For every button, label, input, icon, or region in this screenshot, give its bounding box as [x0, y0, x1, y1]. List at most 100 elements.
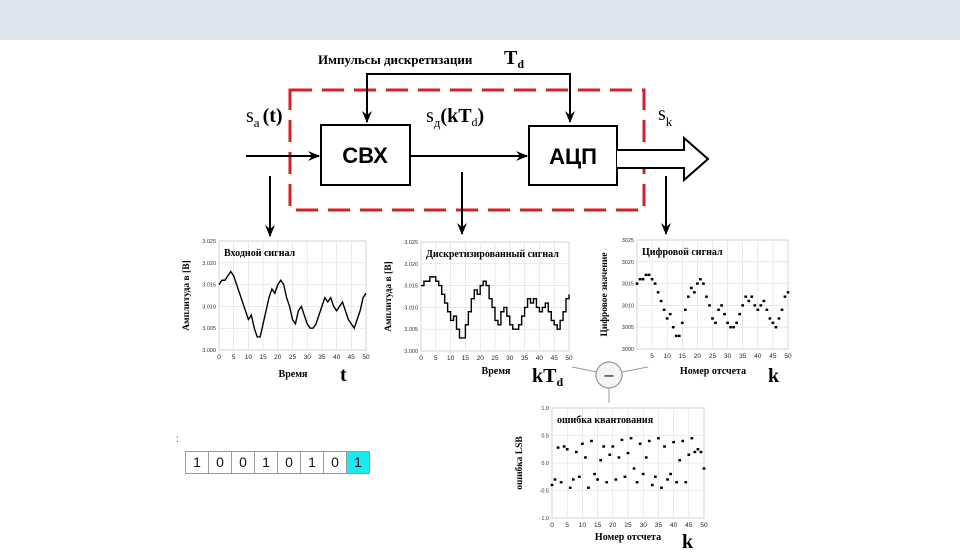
y-axis-label: Амплитуда в [В]	[182, 260, 192, 330]
x-tick-label: 35	[318, 354, 326, 361]
y-axis-label: Амплитуда в [В]	[384, 261, 394, 331]
chart-title: ошибка квантования	[557, 415, 654, 426]
x-tick-label: 20	[477, 355, 485, 362]
x-tick-label: 35	[739, 353, 747, 360]
binary-bit: 0	[323, 451, 347, 474]
y-tick-label: -1.0	[540, 516, 549, 522]
x-tick-label: 0	[217, 354, 221, 361]
axis-symbol: t	[340, 364, 347, 386]
x-tick-label: 20	[609, 522, 617, 529]
y-tick-label: 0.5	[541, 434, 549, 440]
y-tick-label: -0.5	[540, 489, 549, 495]
input-signal-label: sa(t)	[246, 105, 283, 130]
series-line	[218, 270, 367, 338]
y-tick-label: 3.015	[202, 283, 216, 289]
series-line	[421, 276, 570, 339]
x-tick-label: 5	[434, 355, 438, 362]
y-tick-label: 3.000	[404, 349, 418, 355]
x-tick-label: 5	[232, 354, 236, 361]
y-tick-label: 3.010	[404, 305, 418, 311]
chart-title: Входной сигнал	[224, 248, 296, 259]
x-tick-label: 25	[709, 353, 717, 360]
y-tick-label: 3.010	[202, 304, 216, 310]
x-tick-label: 10	[579, 522, 587, 529]
y-tick-label: 3.025	[202, 239, 216, 245]
x-tick-label: 30	[640, 522, 648, 529]
binary-prefix: :	[176, 434, 179, 445]
binary-bit: 1	[300, 451, 324, 474]
subtractor-link-right	[621, 366, 649, 373]
y-tick-label: 3.020	[404, 262, 418, 268]
x-tick-label: 25	[624, 522, 632, 529]
x-axis-label: Время	[482, 366, 511, 377]
x-axis-label: Номер отсчета	[595, 532, 661, 543]
y-tick-label: 1.0	[541, 406, 549, 412]
axis-symbol: k	[682, 531, 694, 552]
y-tick-label: 3015	[622, 282, 634, 288]
axis-symbol: k	[768, 365, 780, 387]
y-axis-label: ошибка LSB	[514, 436, 525, 490]
x-tick-label: 40	[536, 355, 544, 362]
block-adc-label: АЦП	[549, 144, 597, 169]
subtractor-link-left	[571, 366, 598, 373]
x-tick-label: 50	[700, 522, 708, 529]
output-signal-label: sk	[658, 103, 673, 129]
chart-title: Дискретизированный сигнал	[426, 249, 559, 260]
x-tick-label: 40	[754, 353, 762, 360]
x-tick-label: 45	[769, 353, 777, 360]
block-adc	[528, 125, 618, 186]
y-tick-label: 3.005	[202, 326, 216, 332]
x-tick-label: 10	[664, 353, 672, 360]
x-axis-label: Время	[279, 369, 308, 380]
x-tick-label: 40	[333, 354, 341, 361]
digital-output-arrow	[617, 135, 710, 183]
x-tick-label: 0	[419, 355, 423, 362]
x-tick-label: 5	[650, 353, 654, 360]
x-axis-label: Номер отсчета	[680, 366, 746, 377]
subtractor-symbol: –	[605, 367, 614, 384]
y-tick-label: 3020	[622, 260, 634, 266]
y-tick-label: 3000	[622, 347, 634, 353]
binary-bit: 1	[185, 451, 209, 474]
y-tick-label: 3.000	[202, 348, 216, 354]
y-tick-label: 3.015	[404, 284, 418, 290]
binary-bit: 0	[277, 451, 301, 474]
x-tick-label: 15	[462, 355, 470, 362]
axis-symbol: kTd	[532, 365, 563, 389]
x-tick-label: 45	[551, 355, 559, 362]
x-tick-label: 15	[679, 353, 687, 360]
x-tick-label: 50	[784, 353, 792, 360]
x-tick-label: 40	[670, 522, 678, 529]
y-tick-label: 3005	[622, 325, 634, 331]
y-tick-label: 3025	[622, 238, 634, 244]
header-bar	[0, 0, 960, 40]
x-tick-label: 45	[348, 354, 356, 361]
y-tick-label: 3010	[622, 303, 634, 309]
x-tick-label: 10	[447, 355, 455, 362]
x-tick-label: 50	[565, 355, 573, 362]
x-tick-label: 45	[685, 522, 693, 529]
binary-bit: 1	[346, 451, 370, 474]
x-tick-label: 10	[245, 354, 253, 361]
sampling-period-symbol: Td	[504, 47, 524, 71]
x-tick-label: 30	[724, 353, 732, 360]
x-tick-label: 25	[289, 354, 297, 361]
y-axis-label: Цифровое значение	[599, 252, 610, 336]
x-tick-label: 0	[550, 522, 554, 529]
y-tick-label: 0.0	[541, 461, 549, 467]
x-tick-label: 15	[259, 354, 267, 361]
x-tick-label: 35	[521, 355, 529, 362]
x-tick-label: 5	[565, 522, 569, 529]
y-tick-label: 3.025	[404, 240, 418, 246]
x-tick-label: 30	[304, 354, 312, 361]
binary-bit: 1	[254, 451, 278, 474]
y-tick-label: 3.020	[202, 261, 216, 267]
x-tick-label: 35	[655, 522, 663, 529]
x-tick-label: 25	[491, 355, 499, 362]
sampling-pulses-label: Импульсы дискретизации	[318, 52, 473, 67]
